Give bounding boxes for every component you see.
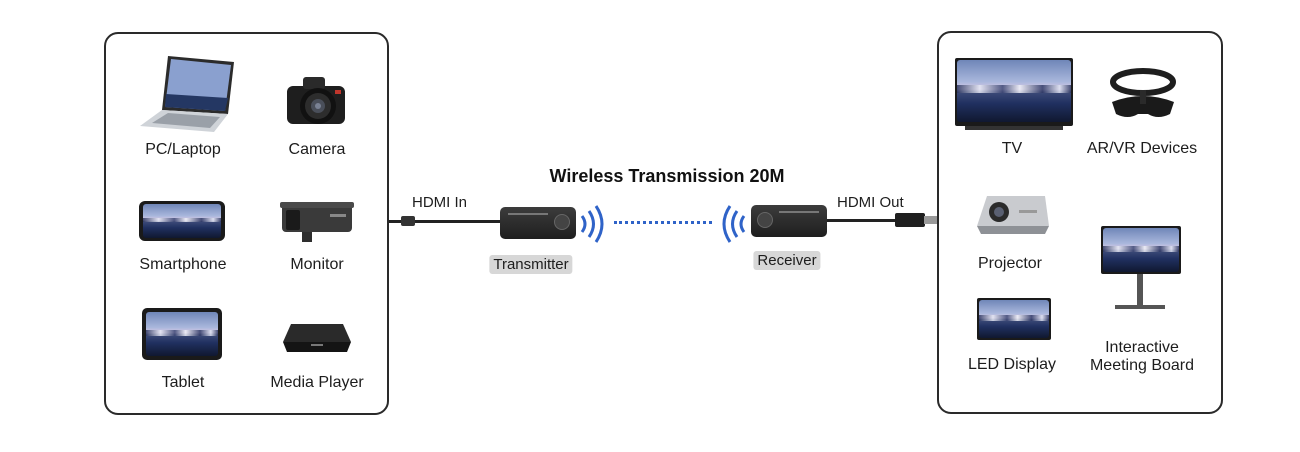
display-label-meeting-board: Meeting Board [1089,357,1195,374]
meeting-board-icon [1101,226,1181,274]
hdmi-in-label: HDMI In [412,194,468,211]
source-label-media-player: Media Player [270,374,364,391]
display-label-led-display: LED Display [967,356,1057,373]
hdmi-out-cable [827,219,897,222]
signal-wave-icon [722,205,746,243]
receiver-label: Receiver [753,251,821,270]
display-label-interactive: Interactive [1105,339,1179,356]
transmitter-device [500,207,576,239]
display-label-tv: TV [1001,140,1023,157]
tv-icon [955,58,1073,126]
camera-icon [287,77,345,124]
source-label-monitor: Monitor [290,256,344,273]
smartphone-icon [139,201,225,241]
vr-headset-icon [1110,68,1176,117]
source-label-camera: Camera [288,141,346,158]
monitor-camera-icon [280,202,354,242]
hdmi-in-plug [401,216,415,226]
laptop-icon [140,56,234,132]
tablet-icon [142,308,222,360]
meeting-board-stand [1137,274,1143,306]
hdmi-out-label: HDMI Out [837,194,904,211]
media-player-icon [283,324,351,352]
display-label-ar-vr: AR/VR Devices [1086,140,1198,157]
diagram-title: Wireless Transmission 20M [549,166,785,186]
receiver-device [751,205,827,237]
wireless-link [614,221,712,224]
projector-icon [977,196,1049,234]
signal-wave-icon [580,205,604,243]
source-label-smartphone: Smartphone [139,256,227,273]
meeting-board-base [1115,305,1165,309]
source-label-pc-laptop: PC/Laptop [145,141,221,158]
display-label-projector: Projector [977,255,1043,272]
source-label-tablet: Tablet [161,374,205,391]
tv-stand [965,126,1063,130]
led-display-icon [977,298,1051,340]
hdmi-in-cable [389,220,501,223]
hdmi-out-tip [924,216,938,224]
transmitter-label: Transmitter [489,255,573,274]
hdmi-out-plug [895,213,925,227]
